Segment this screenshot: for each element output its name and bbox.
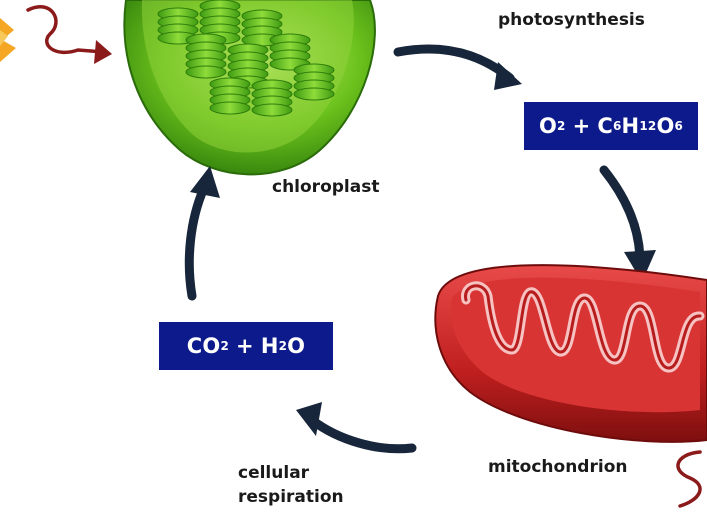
cellular-respiration-label-line1: cellular — [238, 463, 310, 483]
heat-squiggle-icon — [676, 450, 702, 508]
thylakoid-disc — [293, 87, 335, 101]
photosynthesis-label: photosynthesis — [498, 10, 645, 30]
chloroplast-icon — [123, 0, 376, 176]
thylakoid-disc — [209, 101, 251, 115]
products-to-mitochondrion-arrow — [599, 165, 645, 267]
thylakoid-disc — [185, 65, 227, 79]
light-arrow-icon — [26, 5, 112, 64]
grana-stacks — [157, 0, 335, 117]
mitochondrion-icon — [434, 264, 707, 443]
mitochondrion-label: mitochondrion — [488, 457, 628, 477]
sun-icon — [0, 18, 16, 62]
chloroplast-label: chloroplast — [272, 177, 380, 197]
cellular-respiration-label-line2: respiration — [238, 487, 344, 507]
thylakoid-disc — [251, 103, 293, 117]
photosynthesis-arrow — [393, 44, 515, 83]
cellular-respiration-arrow — [307, 415, 417, 454]
reactants-to-chloroplast-arrow — [184, 183, 209, 301]
